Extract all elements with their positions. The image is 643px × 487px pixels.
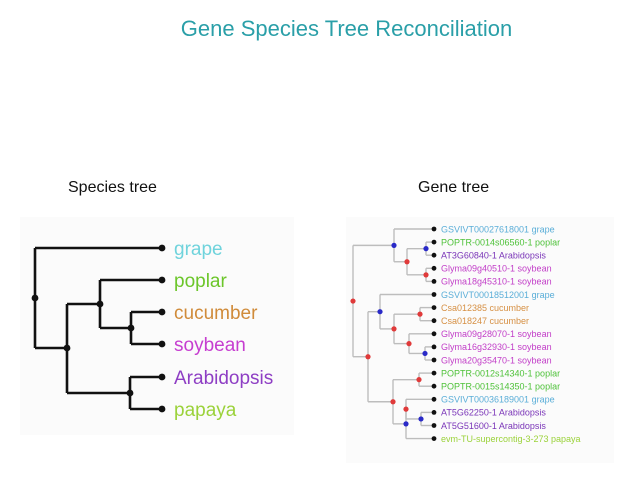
gene-leaf-node xyxy=(431,252,437,258)
species-leaf-soybean: soybean xyxy=(174,335,246,356)
species-internal-node xyxy=(127,324,135,332)
gene-leaf-node xyxy=(431,331,437,337)
gene-leaf-at5g51600-1-arabidopsis: AT5G51600-1 Arabidopsis xyxy=(441,421,546,431)
gene-duplication-node xyxy=(406,341,412,347)
gene-speciation-node xyxy=(418,416,424,422)
gene-speciation-node xyxy=(422,350,428,357)
gene-leaf-node xyxy=(431,344,437,350)
species-leaf-node xyxy=(158,340,166,348)
gene-leaf-glyma09g40510-1-soybean: Glyma09g40510-1 soybean xyxy=(441,264,552,274)
gene-leaf-node xyxy=(431,292,437,297)
gene-leaf-poptr-0015s14350-1-poplar: POPTR-0015s14350-1 poplar xyxy=(441,382,560,392)
species-leaf-grape: grape xyxy=(174,239,223,260)
species-internal-node xyxy=(96,300,104,308)
gene-leaf-poptr-0012s14340-1-poplar: POPTR-0012s14340-1 poplar xyxy=(441,368,560,378)
gene-duplication-node xyxy=(390,399,396,405)
gene-leaf-node xyxy=(431,279,437,284)
gene-leaf-evm-tu-supercontig-3-273-papaya: evm-TU-supercontig-3-273 papaya xyxy=(441,434,581,444)
gene-speciation-node xyxy=(423,246,429,252)
gene-leaf-node xyxy=(431,410,437,415)
gene-duplication-node xyxy=(416,377,422,383)
gene-duplication-node xyxy=(417,311,423,317)
species-internal-node xyxy=(63,344,71,352)
species-tree-label: Species tree xyxy=(68,179,157,196)
species-leaf-cucumber: cucumber xyxy=(174,303,258,324)
species-leaf-node xyxy=(158,276,166,284)
gene-leaf-node xyxy=(431,370,437,376)
gene-leaf-csa018247-cucumber: Csa018247 cucumber xyxy=(441,316,529,326)
gene-speciation-node xyxy=(391,242,397,248)
species-internal-node xyxy=(126,389,134,397)
gene-leaf-node xyxy=(431,226,437,232)
species-leaf-papaya: papaya xyxy=(174,400,237,421)
species-internal-node xyxy=(31,294,39,302)
gene-leaf-glyma09g28070-1-soybean: Glyma09g28070-1 soybean xyxy=(441,329,552,339)
gene-leaf-glyma20g35470-1-soybean: Glyma20g35470-1 soybean xyxy=(441,355,552,365)
gene-leaf-glyma16g32930-1-soybean: Glyma16g32930-1 soybean xyxy=(441,342,552,352)
species-leaf-arabidopsis: Arabidopsis xyxy=(174,368,273,389)
gene-duplication-node xyxy=(423,272,429,278)
page-title: Gene Species Tree Reconciliation xyxy=(180,16,513,41)
gene-leaf-node xyxy=(431,423,437,428)
species-leaf-node xyxy=(158,308,166,316)
gene-duplication-node xyxy=(365,354,371,360)
gene-leaf-node xyxy=(431,318,437,324)
species-leaf-poplar: poplar xyxy=(174,271,227,292)
gene-duplication-node xyxy=(403,406,409,412)
gene-leaf-csa012385-cucumber: Csa012385 cucumber xyxy=(441,303,529,313)
gene-speciation-node xyxy=(377,309,383,315)
gene-duplication-node xyxy=(391,326,397,332)
gene-duplication-node xyxy=(350,298,356,304)
gene-duplication-node xyxy=(404,259,410,265)
gene-leaf-gsvivt00036189001-grape: GSVIVT00036189001 grape xyxy=(441,395,555,405)
gene-tree-label: Gene tree xyxy=(418,179,490,196)
gene-speciation-node xyxy=(403,421,409,427)
gene-leaf-at5g62250-1-arabidopsis: AT5G62250-1 Arabidopsis xyxy=(441,408,546,418)
species-leaf-node xyxy=(158,373,166,381)
gene-leaf-gsvivt00018512001-grape: GSVIVT00018512001 grape xyxy=(441,290,555,300)
gene-leaf-node xyxy=(431,383,437,389)
gene-tree-diagram: GSVIVT00027618001 grapePOPTR-0014s06560-… xyxy=(350,224,581,444)
gene-leaf-at3g60840-1-arabidopsis: AT3G60840-1 Arabidopsis xyxy=(441,251,546,261)
gene-leaf-node xyxy=(431,436,437,441)
species-leaf-node xyxy=(158,244,166,252)
gene-leaf-glyma18g45310-1-soybean: Glyma18g45310-1 soybean xyxy=(441,277,552,287)
gene-leaf-node xyxy=(431,265,437,271)
gene-leaf-node xyxy=(431,357,437,363)
gene-leaf-node xyxy=(431,396,437,402)
species-leaf-node xyxy=(158,405,166,413)
gene-leaf-gsvivt00027618001-grape: GSVIVT00027618001 grape xyxy=(441,224,555,234)
gene-leaf-node xyxy=(431,239,437,245)
gene-leaf-poptr-0014s06560-1-poplar: POPTR-0014s06560-1 poplar xyxy=(441,237,560,247)
gene-leaf-node xyxy=(431,305,437,310)
